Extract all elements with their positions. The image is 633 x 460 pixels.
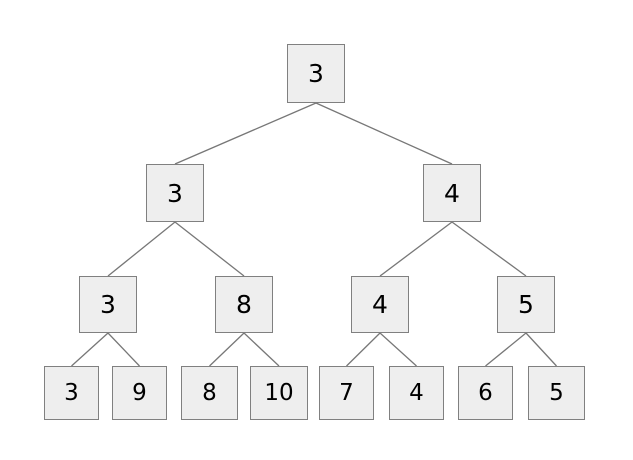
tree-edge — [379, 221, 453, 277]
tree-edge — [107, 221, 176, 277]
tree-node-label: 4 — [409, 379, 424, 406]
tree-node-label: 5 — [518, 290, 534, 319]
tree-node-label: 6 — [478, 379, 493, 406]
tree-node[interactable]: 3 — [287, 44, 345, 103]
tree-node-label: 7 — [339, 379, 354, 406]
tree-node-label: 4 — [372, 290, 388, 319]
tree-edge — [209, 332, 245, 367]
tree-edge — [107, 332, 140, 367]
tree-node-label: 5 — [549, 379, 564, 406]
tree-node-label: 8 — [202, 379, 217, 406]
tree-node[interactable]: 4 — [423, 164, 481, 222]
tree-node[interactable]: 10 — [250, 366, 308, 420]
tree-node[interactable]: 6 — [458, 366, 513, 420]
tree-node-label: 9 — [132, 379, 147, 406]
tree-edge — [71, 332, 109, 367]
tree-node-label: 4 — [444, 178, 460, 208]
tree-node[interactable]: 9 — [112, 366, 167, 420]
tree-node[interactable]: 3 — [146, 164, 204, 222]
tree-edge — [346, 332, 381, 367]
tree-node[interactable]: 3 — [44, 366, 99, 420]
tree-edge — [485, 332, 527, 367]
tree-node[interactable]: 4 — [389, 366, 444, 420]
tree-node-label: 8 — [236, 290, 252, 319]
tree-edge — [525, 332, 557, 367]
tree-edge — [174, 102, 317, 165]
tree-node-label: 3 — [100, 290, 116, 319]
tree-node[interactable]: 3 — [79, 276, 137, 333]
tree-edge — [451, 221, 527, 277]
tree-node[interactable]: 5 — [528, 366, 585, 420]
tree-node[interactable]: 8 — [181, 366, 238, 420]
tree-node[interactable]: 8 — [215, 276, 273, 333]
tree-node-label: 3 — [308, 59, 324, 88]
tree-edge — [315, 102, 453, 165]
tree-node-label: 10 — [264, 379, 294, 406]
tree-node-label: 3 — [64, 379, 79, 406]
tree-node[interactable]: 7 — [319, 366, 374, 420]
tree-edge — [174, 221, 245, 277]
tree-edge — [243, 332, 280, 367]
tree-node-label: 3 — [167, 178, 183, 208]
tree-node[interactable]: 4 — [351, 276, 409, 333]
tree-node[interactable]: 5 — [497, 276, 555, 333]
tree-edge — [379, 332, 417, 367]
